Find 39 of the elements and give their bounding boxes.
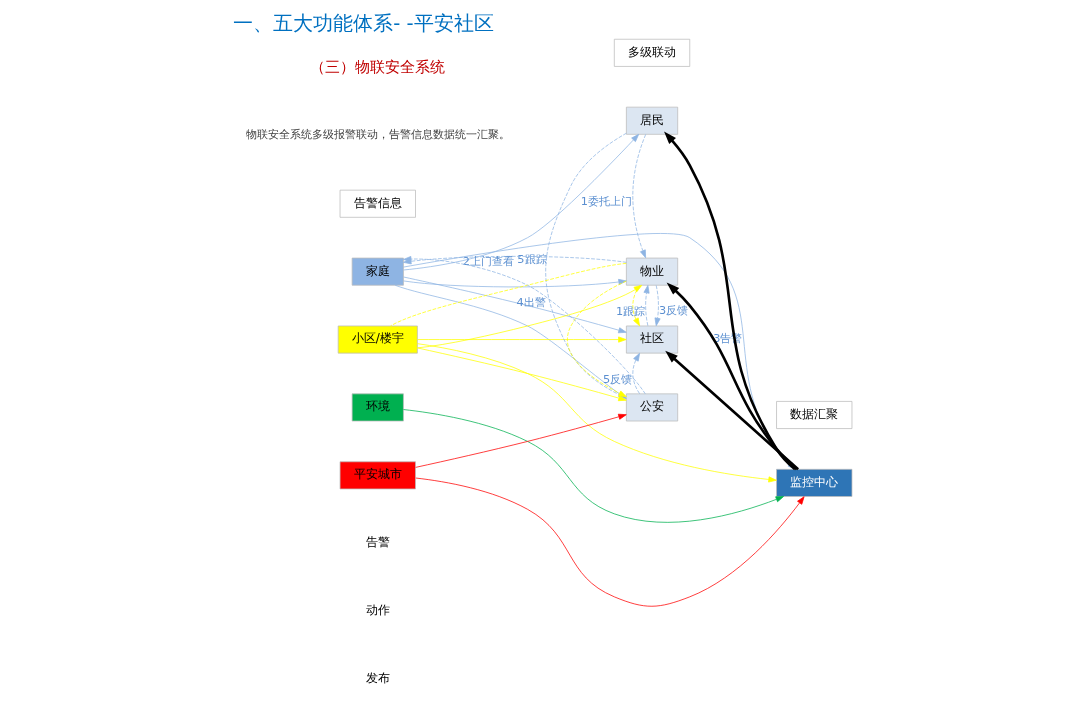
label: （三）物联安全系统 — [310, 57, 446, 76]
node-box: 监控中心 — [776, 468, 853, 497]
node-box: 数据汇聚 — [776, 401, 853, 429]
edge-label: 5跟踪 — [517, 252, 547, 266]
node-box: 环境 — [351, 393, 404, 422]
arrow — [654, 285, 661, 327]
arrow — [415, 477, 805, 607]
edge-label: 2上门查看 — [462, 255, 514, 269]
node-box: 告警信息 — [339, 189, 416, 218]
arrow — [403, 409, 784, 523]
legend-label: 动作 — [365, 603, 390, 618]
arrow — [632, 285, 640, 327]
connector — [390, 263, 627, 327]
node-box: 社区 — [626, 325, 679, 354]
arrow — [632, 134, 647, 259]
edge-label: 3反馈 — [658, 304, 689, 318]
arrow — [417, 336, 627, 343]
arrow — [417, 343, 777, 483]
arrow — [403, 278, 627, 288]
label: 物联安全系统多级报警联动，告警信息数据统一汇聚。 — [245, 128, 510, 142]
node-box: 小区/楼宇 — [337, 325, 418, 354]
node-box: 公安 — [626, 393, 679, 422]
edge-label: 1跟踪 — [615, 304, 646, 318]
node-box: 多级联动 — [613, 38, 691, 67]
legend-label: 告警 — [365, 535, 390, 550]
diagram-title: 一、五大功能体系- -平安社区 — [233, 12, 494, 36]
arrow — [643, 285, 650, 327]
edge-label: 4出警 — [516, 296, 546, 310]
node-box: 物业 — [626, 257, 679, 286]
arrow — [403, 276, 627, 334]
node-box: 家庭 — [351, 257, 404, 286]
arrow — [417, 285, 643, 349]
edge-label: 5反馈 — [603, 372, 633, 386]
legend-label: 发布 — [365, 670, 390, 685]
node-box: 居民 — [626, 106, 679, 135]
node-box: 平安城市 — [339, 461, 416, 490]
arrow — [415, 413, 627, 468]
arrow — [632, 352, 640, 395]
edge-label: 1委托上门 — [580, 195, 632, 209]
